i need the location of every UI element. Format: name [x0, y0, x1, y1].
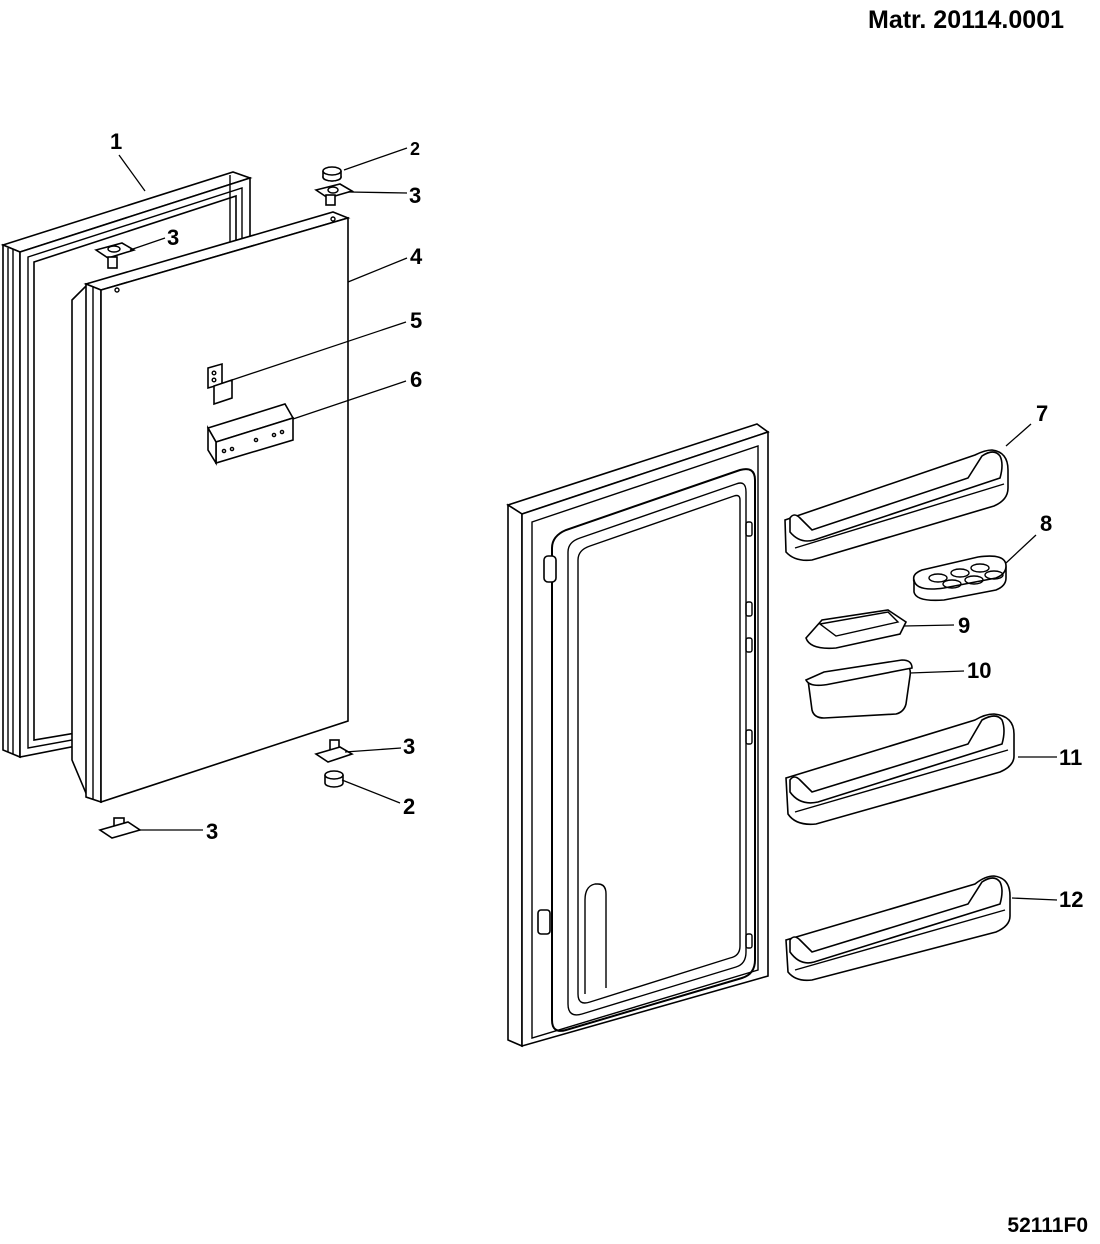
door-shelf-lower[interactable] — [785, 875, 1011, 982]
callout-3-bottom-right: 3 — [403, 734, 415, 759]
callout-6: 6 — [410, 367, 422, 392]
hinge-plate[interactable] — [206, 403, 295, 466]
callout-3-top-right: 3 — [409, 183, 421, 208]
callout-3-top-left: 3 — [167, 225, 179, 250]
dairy-box[interactable] — [804, 659, 913, 719]
dairy-lid[interactable] — [805, 609, 908, 650]
hinge-pivot-top-left[interactable] — [94, 242, 136, 269]
bushing-top[interactable] — [322, 166, 342, 182]
drawing-code: 52111F0 — [1007, 1214, 1088, 1237]
hinge-pivot-top-right[interactable] — [314, 183, 355, 206]
callout-numbers: 1 2 3 3 4 5 6 3 2 3 7 8 9 10 11 12 — [110, 129, 1083, 912]
egg-tray[interactable] — [912, 555, 1007, 602]
callout-10: 10 — [967, 658, 991, 683]
callout-3-bottom-left: 3 — [206, 819, 218, 844]
hinge-pivot-bottom-right[interactable] — [314, 739, 354, 763]
callout-1: 1 — [110, 129, 122, 154]
callout-7: 7 — [1036, 401, 1048, 426]
callout-11: 11 — [1059, 745, 1082, 770]
door-shelf-middle[interactable] — [785, 713, 1015, 826]
hinge-pivot-bottom-left[interactable] — [98, 817, 142, 839]
bushing-bottom[interactable] — [324, 770, 344, 788]
hinge-bracket-small[interactable] — [207, 362, 233, 406]
callout-2-top: 2 — [410, 139, 420, 159]
callout-4: 4 — [410, 244, 423, 269]
callout-9: 9 — [958, 613, 970, 638]
callout-12: 12 — [1059, 887, 1083, 912]
callout-5: 5 — [410, 308, 422, 333]
inner-door-liner[interactable] — [506, 423, 770, 1048]
leader-lines — [118, 147, 1058, 901]
callout-2-bottom: 2 — [403, 794, 415, 819]
callout-8: 8 — [1040, 511, 1052, 536]
door-shelf-upper[interactable] — [784, 449, 1009, 562]
door-panel[interactable] — [71, 211, 351, 804]
drawing-reference-number: Matr. 20114.0001 — [868, 6, 1064, 34]
